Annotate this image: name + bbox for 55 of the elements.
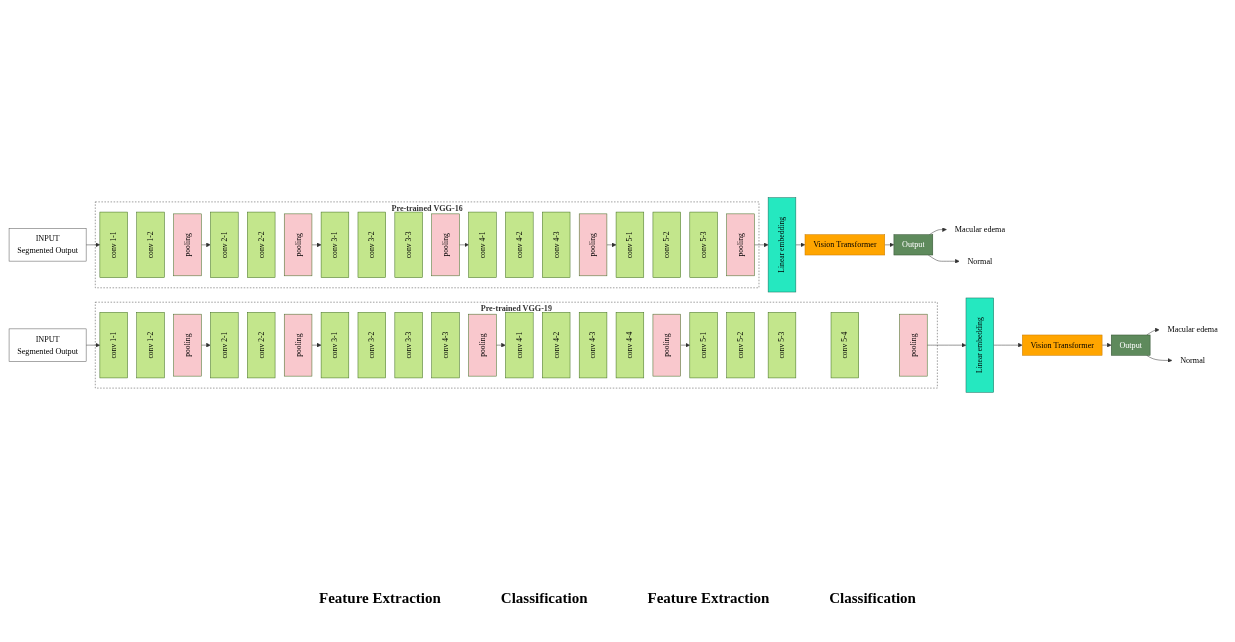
- node-box: conv 4-2: [505, 211, 534, 278]
- node-box: pooling: [173, 213, 202, 277]
- node-box: conv 1-1: [99, 312, 128, 379]
- node-box: conv 4-3: [431, 312, 460, 379]
- node-box: conv 4-3: [578, 312, 608, 379]
- node-box: Output: [893, 234, 934, 256]
- node-box: conv 2-1: [210, 211, 239, 278]
- section-label: Feature Extraction: [319, 590, 441, 607]
- node-box: Vision Transformer: [1022, 334, 1103, 356]
- node-box: INPUT Segmented Output: [8, 328, 87, 362]
- node-box: conv 1-2: [136, 312, 165, 379]
- node-box: conv 1-1: [99, 211, 128, 278]
- node-box: conv 4-4: [615, 312, 645, 379]
- node-box: Linear embedding: [767, 197, 797, 293]
- node-box: conv 3-3: [394, 211, 423, 278]
- node-box: conv 1-2: [136, 211, 165, 278]
- node-box: pooling: [578, 213, 608, 277]
- node-box: conv 3-2: [357, 211, 386, 278]
- node-box: conv 4-3: [542, 211, 571, 278]
- section-label: Classification: [829, 590, 916, 607]
- node-box: pooling: [468, 313, 497, 377]
- node-text: Macular edema: [954, 225, 1006, 234]
- node-box: pooling: [283, 213, 313, 277]
- node-box: conv 3-2: [357, 312, 386, 379]
- node-box: conv 2-2: [247, 211, 276, 278]
- node-box: conv 5-1: [615, 211, 645, 278]
- node-box: Linear embedding: [965, 297, 994, 393]
- node-box: Output: [1111, 334, 1151, 356]
- node-text: Normal: [967, 256, 993, 266]
- node-box: INPUT Segmented Output: [8, 228, 87, 262]
- node-box: pooling: [283, 313, 313, 377]
- node-box: conv 5-2: [726, 312, 755, 379]
- node-box: conv 3-1: [320, 312, 350, 379]
- node-box: pooling: [899, 313, 928, 377]
- node-box: conv 4-1: [505, 312, 534, 379]
- node-box: pooling: [431, 213, 460, 277]
- node-text: Normal: [1180, 355, 1206, 365]
- node-box: Vision Transformer: [804, 234, 885, 256]
- node-box: conv 4-2: [542, 312, 571, 379]
- node-box: conv 3-3: [394, 312, 423, 379]
- node-box: conv 3-1: [320, 211, 350, 278]
- section-label: Feature Extraction: [647, 590, 770, 607]
- node-box: conv 5-1: [689, 312, 718, 379]
- node-box: pooling: [652, 313, 681, 377]
- node-box: conv 5-4: [830, 312, 859, 379]
- node-box: conv 2-2: [247, 312, 276, 379]
- node-box: conv 5-2: [652, 211, 681, 278]
- node-box: pooling: [726, 213, 755, 277]
- section-label: Classification: [500, 590, 588, 607]
- node-text: Macular edema: [1167, 325, 1218, 334]
- node-box: pooling: [173, 313, 202, 377]
- node-box: conv 5-3: [689, 211, 718, 278]
- node-box: conv 5-3: [767, 312, 797, 379]
- node-box: conv 2-1: [210, 312, 239, 379]
- node-box: conv 4-1: [468, 211, 497, 278]
